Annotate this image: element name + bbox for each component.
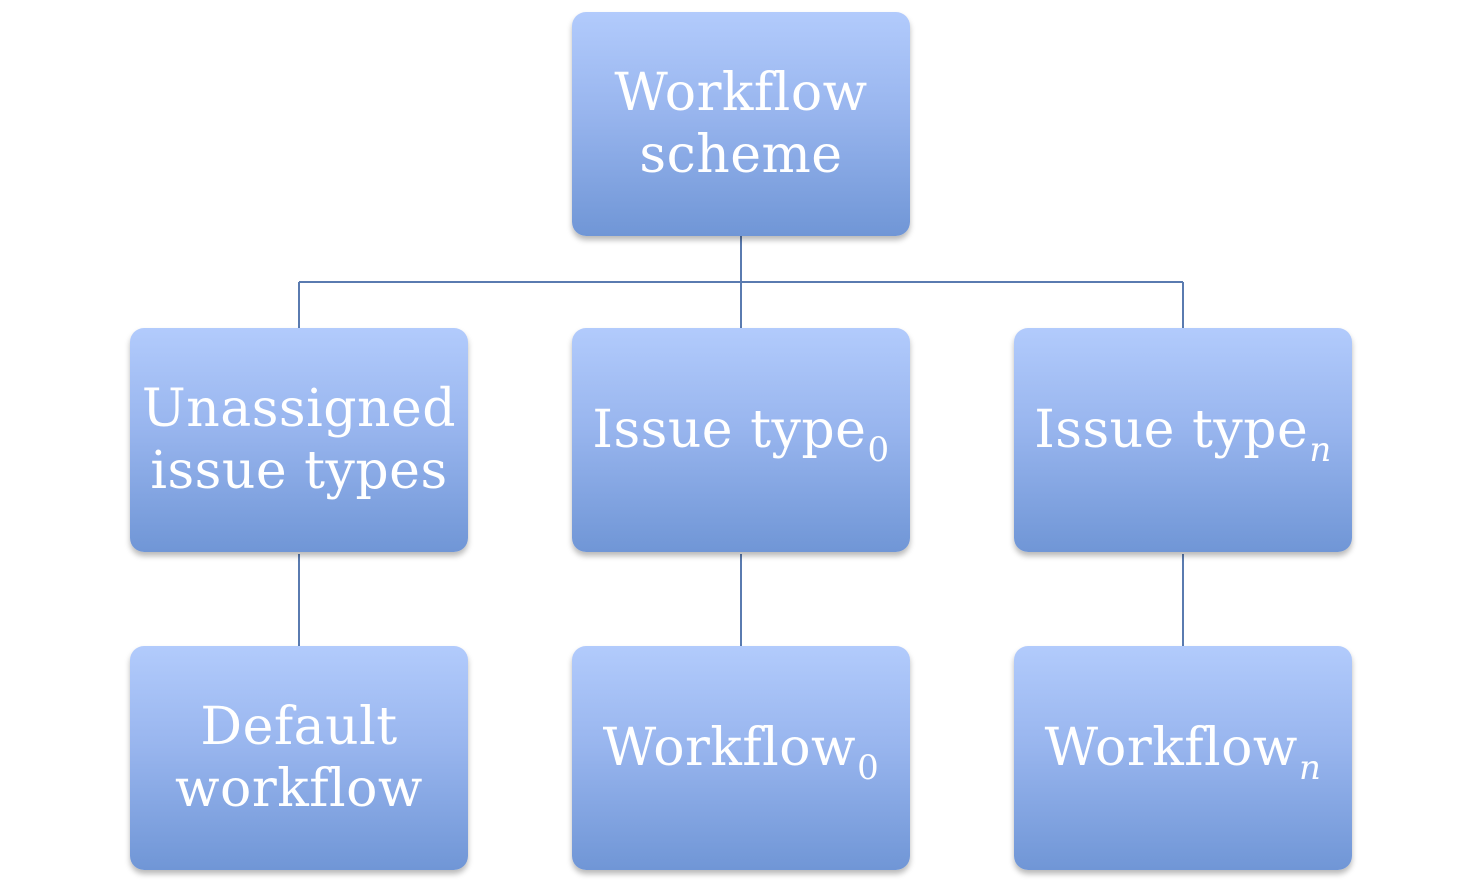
node-unassigned-issue-types-label: Unassigned issue types [141,379,457,501]
node-default-workflow: Default workflow [130,646,468,870]
node-issue-type-n: Issue typen [1014,328,1352,552]
node-issue-type-0: Issue type0 [572,328,910,552]
subscript: 0 [867,430,890,470]
node-workflow-0: Workflow0 [572,646,910,870]
subscript: n [1309,430,1332,470]
node-workflow-n: Workflown [1014,646,1352,870]
subscript: 0 [857,748,880,788]
node-issue-type-n-label: Issue typen [1034,400,1332,470]
node-workflow-scheme-label: Workflow scheme [614,63,868,185]
node-issue-type-0-label: Issue type0 [592,400,890,470]
node-workflow-0-label: Workflow0 [602,718,880,788]
node-workflow-n-label: Workflown [1044,718,1322,788]
subscript: n [1298,748,1322,788]
node-workflow-scheme: Workflow scheme [572,12,910,236]
node-unassigned-issue-types: Unassigned issue types [130,328,468,552]
node-default-workflow-label: Default workflow [175,697,423,819]
